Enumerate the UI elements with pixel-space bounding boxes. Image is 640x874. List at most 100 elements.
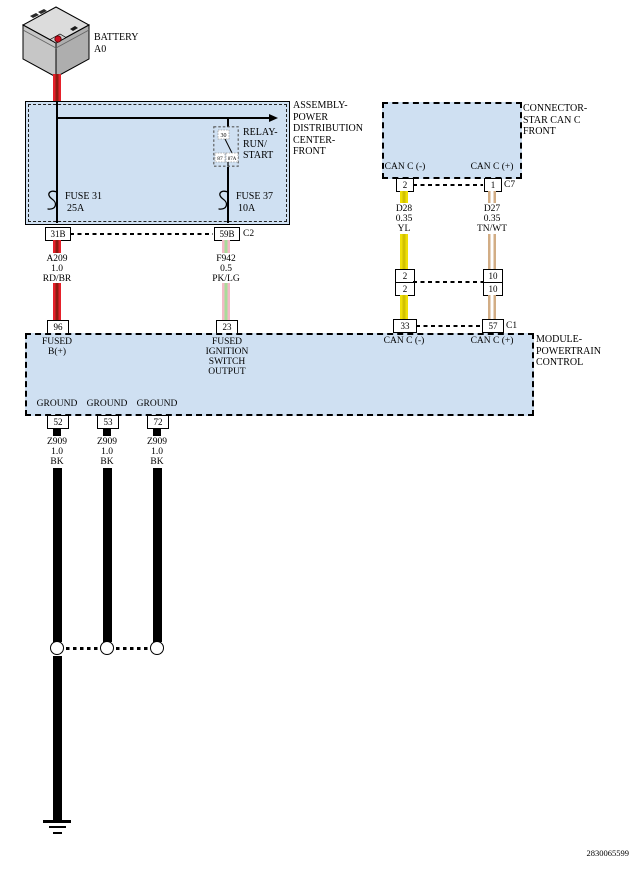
wire-f942-segment [222,283,230,320]
inline-pin-2-bottom: 2 [395,282,415,296]
relay-label-line: RELAY- [243,127,278,138]
wire-z909-label: Z909 1.0 BK [77,437,137,467]
star-can-plus-label: CAN C (+) [470,162,514,172]
pdc-inner-border [28,104,287,222]
fuse31-symbol [47,190,58,210]
wire-name: Z909 [146,437,168,447]
ground-drop-wire [52,656,62,820]
wire-d28-segment [400,234,408,269]
pdc-cavity-59b: 59B [214,227,240,241]
relay-label-line: RUN/ [243,138,267,150]
pcm-ground-label: GROUND [86,399,128,409]
star-label-line: CONNECTOR- [523,103,588,114]
splice-eyelet [149,641,164,655]
ground-wire-stub [153,428,161,436]
fuse31-amps: 25A [67,203,85,214]
wire-color: BK [150,457,164,467]
fuse31-branch-line [56,101,58,223]
wire-gauge: 1.0 [101,447,113,457]
pcm-pin-96: 96 [47,320,69,334]
inline-pin-10-top: 10 [483,269,503,283]
pcm-pin-72: 72 [147,415,169,429]
pdc-bus-line [57,117,270,119]
wire-z909-label: Z909 1.0 BK [27,437,87,467]
pcm-pin-57: 57 [482,319,504,333]
wire-d28-label: D28 0.35 YL [374,204,434,234]
pcm-can-minus-label: CAN C (-) [383,336,425,346]
star-connector-label: CONNECTOR- STAR CAN C FRONT [523,103,587,138]
pcm-pin-33: 33 [393,319,417,333]
wire-gauge: 1.0 [51,264,63,274]
wire-name: Z909 [96,437,118,447]
wire-a209-segment [53,240,61,253]
wire-gauge: 1.0 [51,447,63,457]
splice-eyelet [99,641,114,655]
ground-symbol [52,832,62,835]
star-can-minus-label: CAN C (-) [384,162,426,172]
ground-wire-run [102,468,112,642]
fuse37-symbol [218,190,229,210]
pcm-label-line: CONTROL [536,357,584,368]
star-connector-box [382,102,522,179]
pdc-box [25,101,290,225]
relay-terminal-87a: 87A [228,157,237,162]
ground-wire-run [152,468,162,642]
star-connector-c7: C7 [504,180,516,190]
ground-wire-stub [103,428,111,436]
relay-label-line: START [243,150,274,161]
ground-symbol [43,820,71,823]
wire-d27-segment [488,234,496,269]
wire-color: BK [100,457,114,467]
battery-icon [21,6,91,78]
pcm-can-plus-label: CAN C (+) [470,336,514,346]
wire-name: F942 [216,254,236,264]
pdc-label-line: POWER [293,111,328,123]
diagram-number: 2830065599 [586,848,630,858]
fuse31-name: FUSE 31 [65,191,102,202]
wire-color: PK/LG [212,274,240,284]
star-label-line: FRONT [523,126,556,137]
wire-color: YL [397,224,411,234]
wire-d27-label: D27 0.35 TN/WT [462,204,522,234]
star-label-line: STAR CAN C [523,114,581,126]
wire-name: A209 [46,254,68,264]
splice-dotted-link [116,647,149,650]
wire-f942-label: F942 0.5 PK/LG [196,254,256,284]
fuse37-amps: 10A [238,203,256,214]
battery-label: BATTERY A0 [94,32,138,55]
relay-feed-line [227,118,229,127]
pcm-pin-52: 52 [47,415,69,429]
pcm-pin-desc-line: IGNITION [205,347,249,357]
wire-gauge: 0.5 [220,264,232,274]
pdc-label-line: ASSEMBLY- [293,100,348,111]
pdc-label-line: CENTER- [293,134,336,146]
ground-wire-stub [53,428,61,436]
pcm-label-line: POWERTRAIN [536,345,601,357]
inline-pin-2-top: 2 [395,269,415,283]
wire-name: D28 [395,204,413,214]
pdc-cavity-dashed-link [70,233,213,235]
star-pin-2: 2 [396,178,414,192]
pcm-ign-output-label: FUSED IGNITION SWITCH OUTPUT [197,337,257,377]
pcm-fused-b-label: FUSED B(+) [32,337,82,357]
wire-d28-segment [400,295,408,319]
star-pin-1: 1 [484,178,502,192]
splice-eyelet [49,641,64,655]
wire-gauge: 1.0 [151,447,163,457]
wire-name: D27 [483,204,501,214]
pcm-pin-desc-line: OUTPUT [208,367,246,377]
wire-color: TN/WT [476,224,508,234]
wire-a209-segment [53,283,61,320]
relay-terminal-87: 87 [217,156,223,162]
pcm-label-line: MODULE- [536,334,583,345]
battery-name: BATTERY [94,32,139,43]
wire-d27-segment [488,191,496,203]
wire-z909-label: Z909 1.0 BK [127,437,187,467]
pdc-connector-c2: C2 [243,229,255,239]
wire-name: Z909 [46,437,68,447]
pcm-label: MODULE- POWERTRAIN CONTROL [536,334,601,369]
relay-run-start-symbol: 30 87 87A [213,126,239,167]
fuse37-name: FUSE 37 [236,191,273,202]
wire-color: RD/BR [42,274,72,284]
